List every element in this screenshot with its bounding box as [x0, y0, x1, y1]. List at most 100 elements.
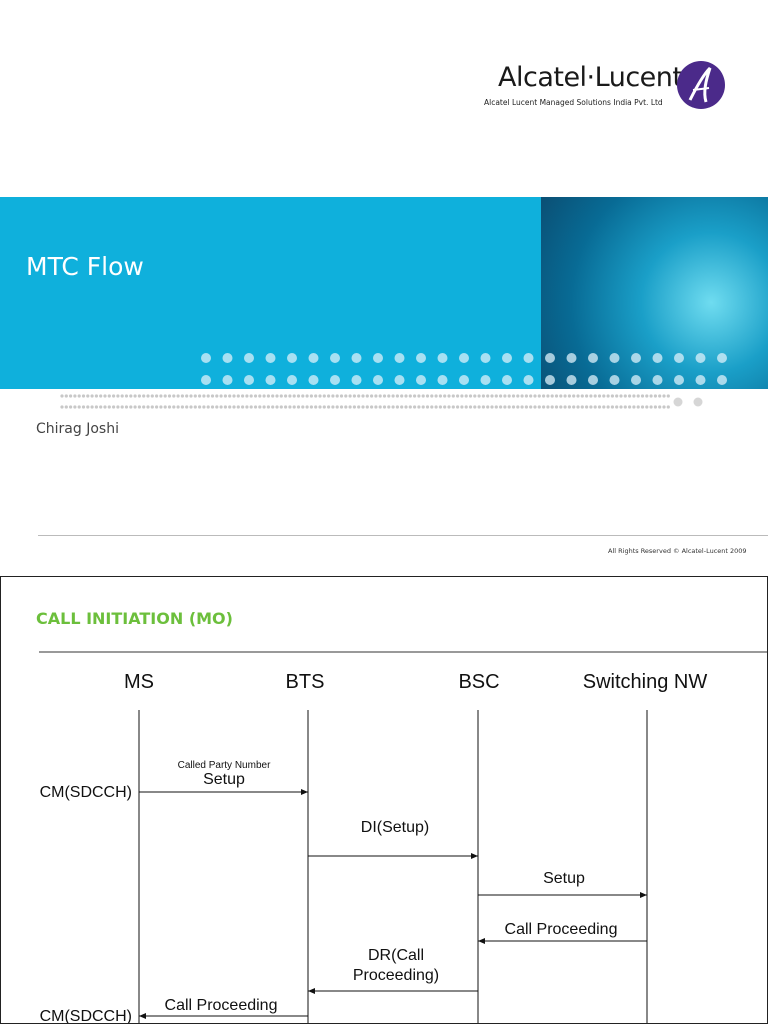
decorative-dot [447, 405, 450, 408]
decorative-dot [138, 394, 141, 397]
decorative-dot [361, 394, 364, 397]
decorative-dot [602, 405, 605, 408]
decorative-dot [366, 394, 369, 397]
decorative-dot [65, 405, 68, 408]
decorative-dot [392, 405, 395, 408]
decorative-dot [503, 394, 506, 397]
decorative-dot [641, 394, 644, 397]
decorative-dot [499, 405, 502, 408]
decorative-dot [116, 394, 119, 397]
decorative-dot [263, 405, 266, 408]
decorative-dot [594, 405, 597, 408]
decorative-dot [198, 394, 201, 397]
decorative-dot [194, 394, 197, 397]
decorative-dot [439, 405, 442, 408]
decorative-dot [340, 405, 343, 408]
decorative-dot [293, 394, 296, 397]
decorative-dot [619, 394, 622, 397]
decorative-dot [413, 405, 416, 408]
decorative-dot [564, 405, 567, 408]
decorative-dot [439, 394, 442, 397]
decorative-dot [314, 394, 317, 397]
decorative-dot [232, 394, 235, 397]
decorative-dot [632, 405, 635, 408]
decorative-dot [202, 405, 205, 408]
decorative-dot [99, 394, 102, 397]
decorative-dot [366, 405, 369, 408]
decorative-dot [521, 405, 524, 408]
decorative-dot [503, 405, 506, 408]
decorative-dot [297, 405, 300, 408]
decorative-dot [512, 405, 515, 408]
decorative-dot [551, 405, 554, 408]
decorative-dot [271, 405, 274, 408]
decorative-dot [542, 394, 545, 397]
decorative-dot [546, 405, 549, 408]
decorative-dot [78, 405, 81, 408]
decorative-dot [288, 405, 291, 408]
decorative-dot [624, 405, 627, 408]
decorative-dot [151, 405, 154, 408]
lane-header-ms: MS [124, 671, 154, 693]
decorative-dot [284, 405, 287, 408]
decorative-dot [650, 405, 653, 408]
decorative-dot [551, 394, 554, 397]
decorative-dot [258, 394, 261, 397]
decorative-dot [632, 394, 635, 397]
decorative-dot [211, 405, 214, 408]
side-label: CM(SDCCH) [40, 1008, 132, 1024]
call-flow-slide: CALL INITIATION (MO) MS BTS BSC Switchin… [0, 576, 768, 1024]
decorative-dot [387, 394, 390, 397]
decorative-dot [598, 405, 601, 408]
message-label: Call Proceeding [505, 921, 618, 938]
decorative-dot [271, 394, 274, 397]
decorative-dot [361, 405, 364, 408]
title-slide: Alcatel·Lucent Alcatel Lucent Managed So… [0, 0, 768, 576]
decorative-dot [694, 398, 703, 407]
decorative-dot [555, 394, 558, 397]
decorative-dot [331, 405, 334, 408]
decorative-dot [327, 394, 330, 397]
decorative-dot [469, 394, 472, 397]
sequence-diagram: MS BTS BSC Switching NW Called Party Num… [1, 577, 768, 1024]
decorative-dot [409, 405, 412, 408]
decorative-dot [482, 405, 485, 408]
decorative-dot [172, 394, 175, 397]
decorative-dot [177, 405, 180, 408]
decorative-dot [349, 405, 352, 408]
decorative-dot [637, 394, 640, 397]
decorative-dot [417, 394, 420, 397]
copyright-notice: All Rights Reserved © Alcatel-Lucent 200… [608, 547, 747, 555]
decorative-dot [674, 398, 683, 407]
decorative-dot [207, 405, 210, 408]
logo-wordmark: Alcatel·Lucent [498, 62, 682, 93]
decorative-dot [615, 405, 618, 408]
decorative-dot [374, 405, 377, 408]
message-label: DI(Setup) [361, 819, 429, 836]
decorative-dot [301, 405, 304, 408]
decorative-dot [245, 394, 248, 397]
decorative-dot [336, 394, 339, 397]
decorative-dot [650, 394, 653, 397]
decorative-dot [447, 394, 450, 397]
alcatel-lucent-logo-icon [676, 60, 726, 110]
decorative-dot [73, 394, 76, 397]
lane-header-bts: BTS [286, 671, 325, 693]
lane-header-switching-nw: Switching NW [583, 671, 708, 693]
decorative-dot [215, 405, 218, 408]
decorative-dot [512, 394, 515, 397]
decorative-dot [181, 394, 184, 397]
decorative-dot [202, 394, 205, 397]
decorative-dot [155, 405, 158, 408]
decorative-dot [667, 394, 670, 397]
decorative-dot [374, 394, 377, 397]
decorative-dot [95, 405, 98, 408]
decorative-dot [469, 405, 472, 408]
decorative-dot [594, 394, 597, 397]
decorative-dot [662, 405, 665, 408]
decorative-dot [559, 405, 562, 408]
decorative-dot [172, 405, 175, 408]
decorative-dot [155, 394, 158, 397]
decorative-dot [181, 405, 184, 408]
message-label-line2: Proceeding) [353, 967, 439, 984]
